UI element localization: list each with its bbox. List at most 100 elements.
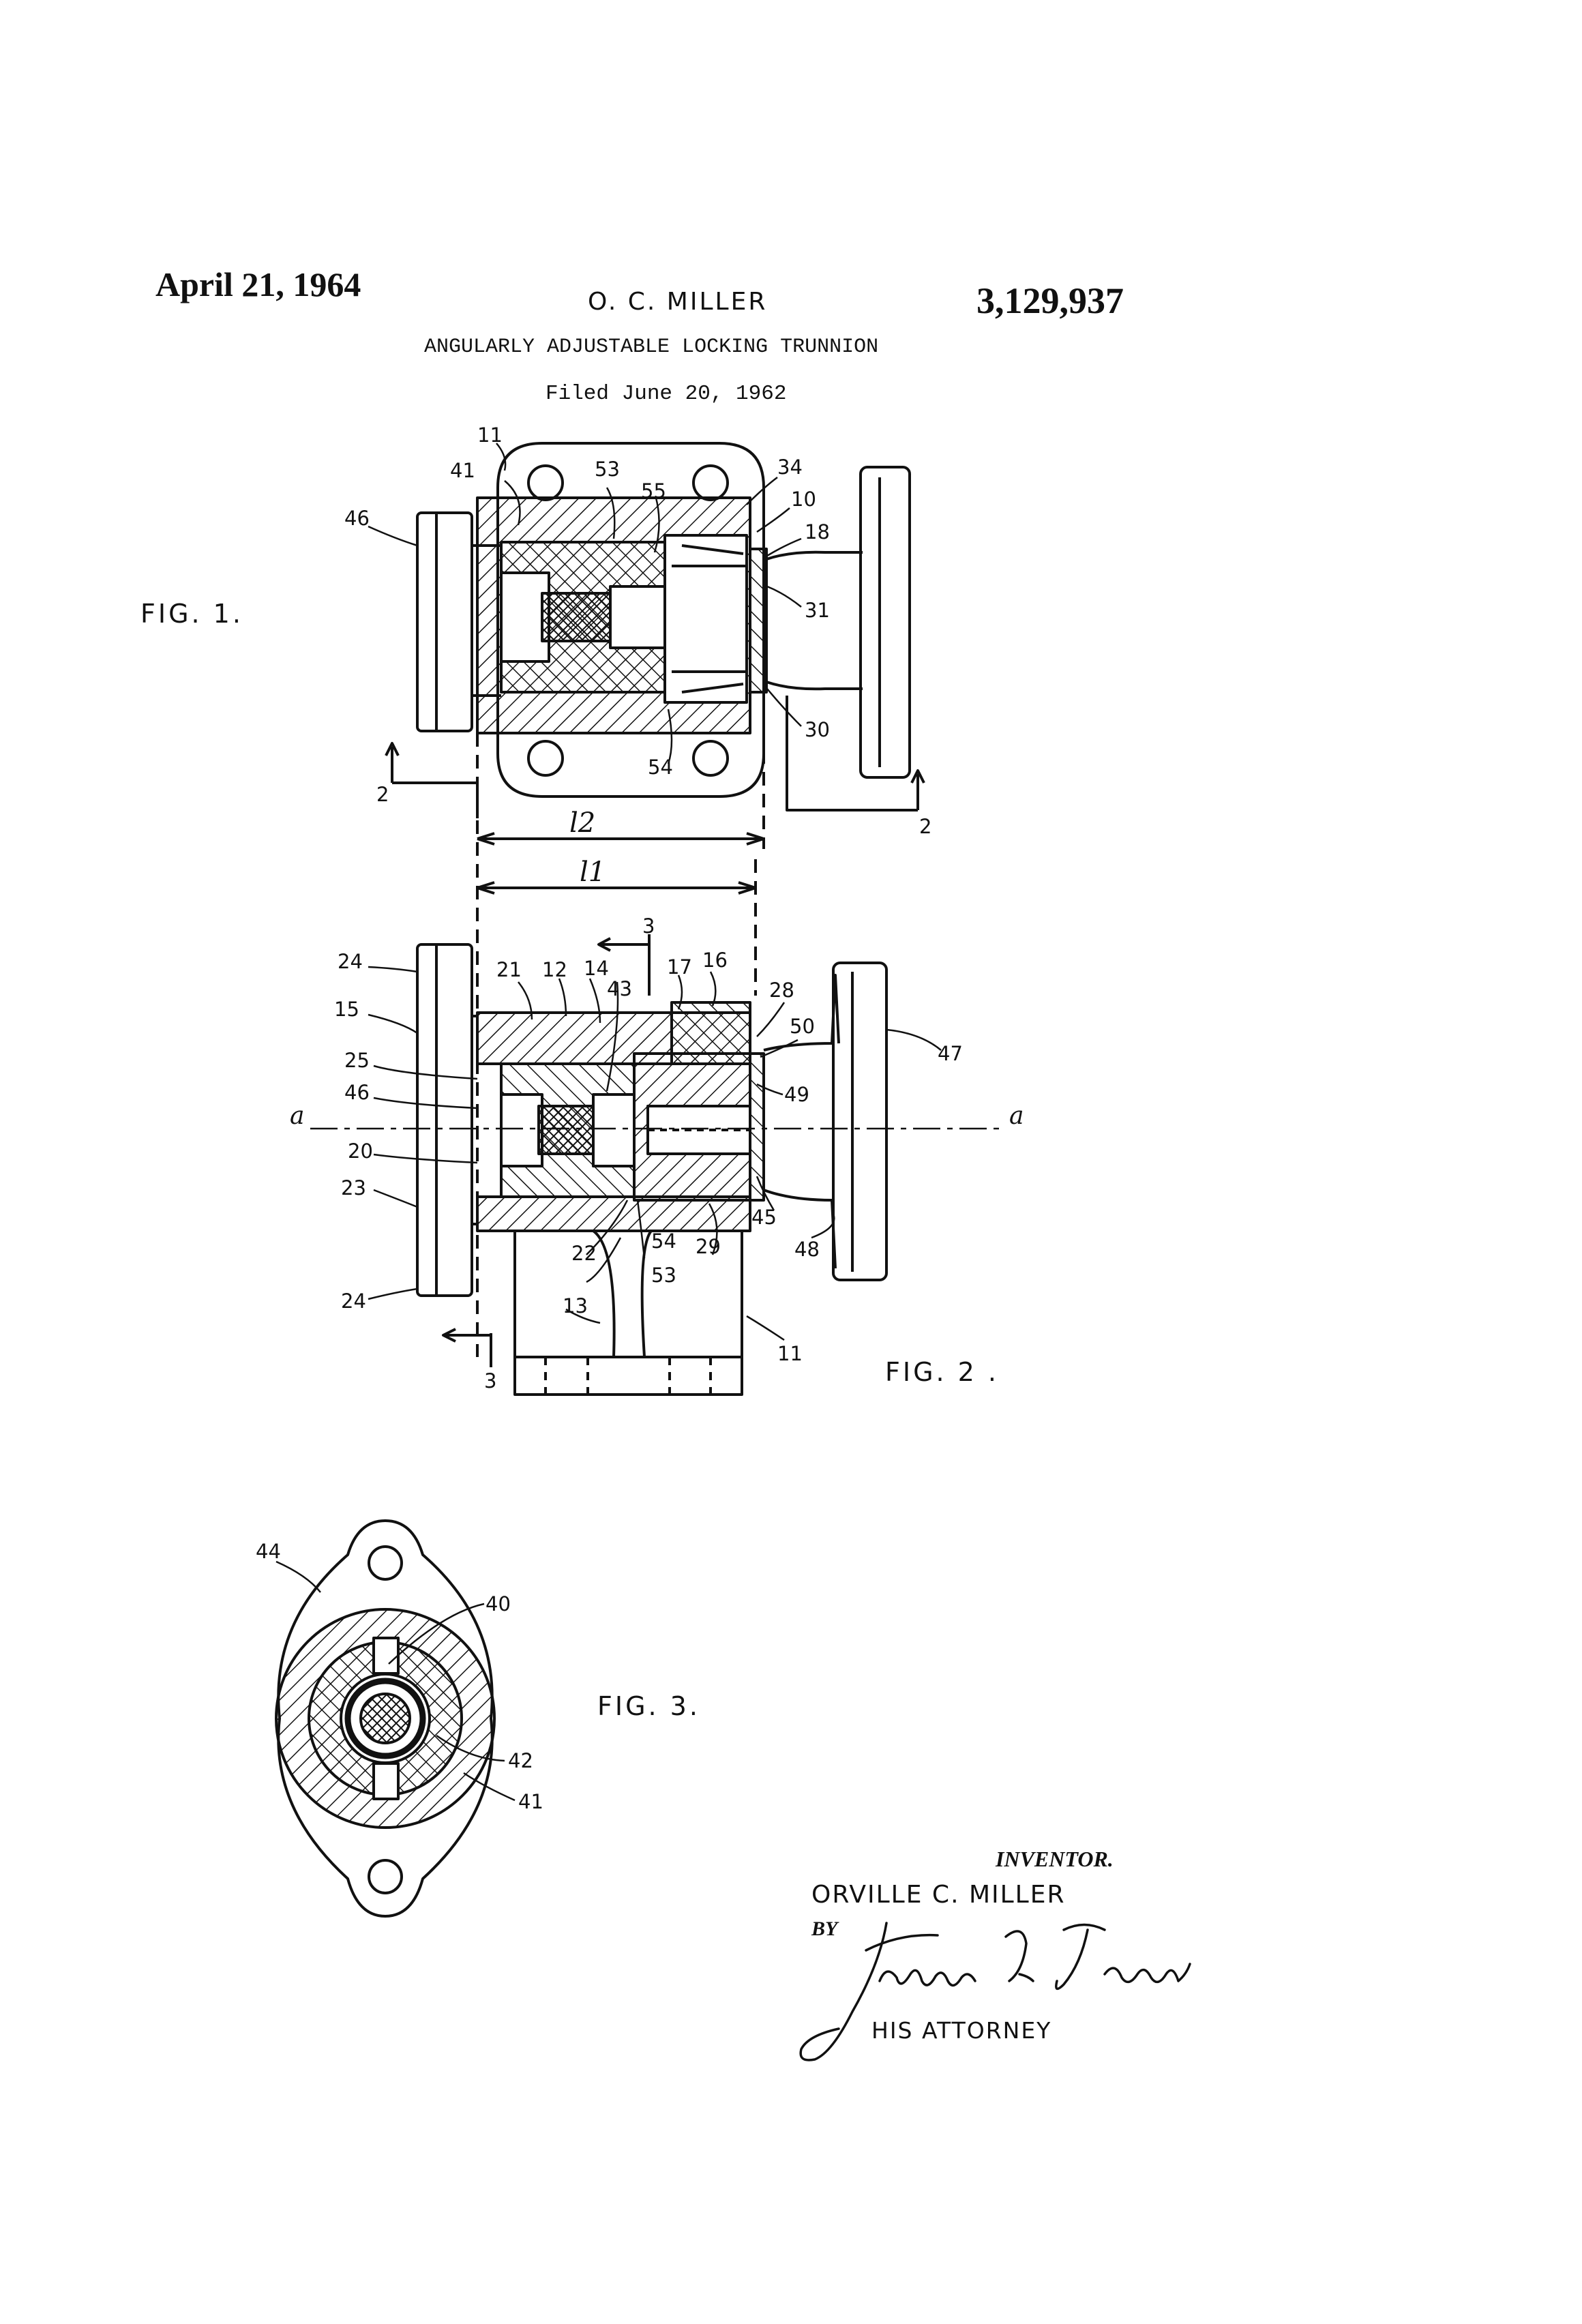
filing-date: Filed June 20, 1962 — [546, 382, 787, 406]
ref-20: 20 — [348, 1139, 373, 1163]
ref-34: 34 — [777, 456, 803, 479]
fig1-bolt-hole — [692, 464, 729, 501]
fig2-drawing — [310, 934, 1002, 1396]
fig1-washer — [749, 548, 768, 694]
fig3-flange-outline — [277, 1519, 494, 1918]
ref-30: 30 — [805, 718, 830, 741]
ref-21: 21 — [496, 958, 522, 981]
ref-23: 23 — [341, 1176, 366, 1200]
dim-l2-label: l2 — [569, 807, 595, 839]
fig2-handle-stem — [763, 974, 840, 1269]
section-2-right: 2 — [919, 815, 931, 838]
section-3-top: 3 — [642, 914, 655, 938]
ref-24-bottom: 24 — [341, 1290, 366, 1313]
fig2-labels: 3 24 21 12 14 43 17 16 28 50 47 15 25 46… — [290, 914, 1024, 1392]
fig2-housing-bottom — [476, 1195, 751, 1232]
by-label: BY — [811, 1918, 838, 1940]
patent-number: 3,129,937 — [976, 280, 1124, 321]
ref-22: 22 — [571, 1242, 597, 1265]
ref-24-top: 24 — [338, 950, 363, 973]
ref-13: 13 — [563, 1294, 588, 1317]
patent-title: ANGULARLY ADJUSTABLE LOCKING TRUNNION — [424, 336, 879, 359]
inventor-name: ORVILLE C. MILLER — [811, 1881, 1066, 1909]
axis-a-right: a — [1009, 1102, 1024, 1130]
ref-31: 31 — [805, 599, 830, 622]
axis-a-left: a — [290, 1102, 304, 1130]
fig3-bolt-hole — [368, 1545, 403, 1581]
ref-18: 18 — [805, 520, 830, 543]
fig1-set-screw — [541, 592, 612, 642]
fig1-left-flange — [416, 511, 473, 732]
fig1-caption: FIG. 1. — [140, 599, 243, 629]
attorney-signature — [799, 1922, 1191, 2061]
ref-40: 40 — [486, 1592, 511, 1615]
ref-15: 15 — [334, 998, 359, 1021]
ref-53-fig2: 53 — [651, 1264, 676, 1287]
ref-28: 28 — [769, 979, 794, 1002]
fig3-bolt-hole — [368, 1859, 403, 1894]
fig1-nut — [609, 585, 666, 649]
ref-29: 29 — [696, 1235, 721, 1258]
section-2-left: 2 — [376, 783, 389, 806]
fig1-bolt-hole — [527, 464, 564, 501]
ref-10: 10 — [791, 488, 816, 511]
ref-45: 45 — [751, 1206, 777, 1229]
ref-49: 49 — [784, 1083, 809, 1106]
fig3-caption: FIG. 3. — [597, 1691, 700, 1721]
fig1-handle-stem — [766, 550, 863, 691]
fig3-ring — [344, 1678, 426, 1759]
fig2-caption: FIG. 2 . — [885, 1357, 1000, 1387]
fig3-drawing — [275, 1519, 496, 1918]
section-3-bottom: 3 — [484, 1369, 496, 1392]
fig3-labels: 44 40 42 41 — [256, 1540, 543, 1813]
attorney-role: HIS ATTORNEY — [871, 2017, 1052, 2044]
fig2-pedestal — [513, 1231, 743, 1396]
fig1-taper-lines — [672, 544, 747, 694]
inventor-short-name: O. C. MILLER — [588, 288, 768, 316]
patent-date: April 21, 1964 — [155, 265, 361, 303]
dimension-labels: l2 l1 — [569, 807, 606, 888]
fig1-cone-block — [663, 534, 748, 704]
dim-l1-label: l1 — [580, 856, 606, 888]
fig2-washer — [749, 1052, 765, 1202]
ref-46-fig2: 46 — [344, 1081, 370, 1104]
inventor-heading: INVENTOR. — [996, 1847, 1114, 1871]
ref-42: 42 — [508, 1749, 533, 1772]
fig1-handle — [859, 466, 911, 779]
fig2-left-flange — [416, 943, 473, 1297]
ref-47: 47 — [938, 1042, 963, 1065]
fig2-handle — [832, 962, 888, 1281]
fig3-key-top — [372, 1637, 400, 1675]
fig3-shaft — [359, 1693, 411, 1744]
ref-54: 54 — [648, 756, 673, 779]
ref-41: 41 — [450, 459, 475, 482]
fig1-mounting-plate — [496, 442, 765, 798]
fig2-nut — [592, 1093, 636, 1167]
ref-11: 11 — [477, 423, 503, 447]
fig3-key-bottom — [372, 1762, 400, 1800]
ref-43: 43 — [607, 977, 632, 1000]
ref-14: 14 — [584, 957, 609, 980]
leader-lines — [275, 443, 942, 1802]
fig1-drawing — [385, 442, 925, 818]
fig2-set-screw — [537, 1105, 595, 1155]
ref-12: 12 — [542, 958, 567, 981]
ref-17: 17 — [667, 955, 692, 979]
ref-48: 48 — [794, 1238, 820, 1261]
ref-50: 50 — [790, 1015, 815, 1038]
fig1-bolt-hole — [527, 740, 564, 777]
ref-55: 55 — [641, 479, 666, 503]
ref-53: 53 — [595, 458, 620, 481]
ref-54-fig2: 54 — [651, 1230, 676, 1253]
fig1-bore — [500, 571, 550, 663]
fig1-labels: 11 41 53 55 34 10 18 46 31 30 54 2 2 — [344, 423, 931, 838]
ref-16: 16 — [702, 949, 728, 972]
fig2-bore — [500, 1093, 543, 1167]
ref-46: 46 — [344, 507, 370, 530]
fig1-bolt-hole — [692, 740, 729, 777]
ref-11-fig2: 11 — [777, 1342, 803, 1365]
ref-44: 44 — [256, 1540, 281, 1563]
ref-25: 25 — [344, 1049, 370, 1072]
ref-41-fig3: 41 — [518, 1790, 543, 1813]
